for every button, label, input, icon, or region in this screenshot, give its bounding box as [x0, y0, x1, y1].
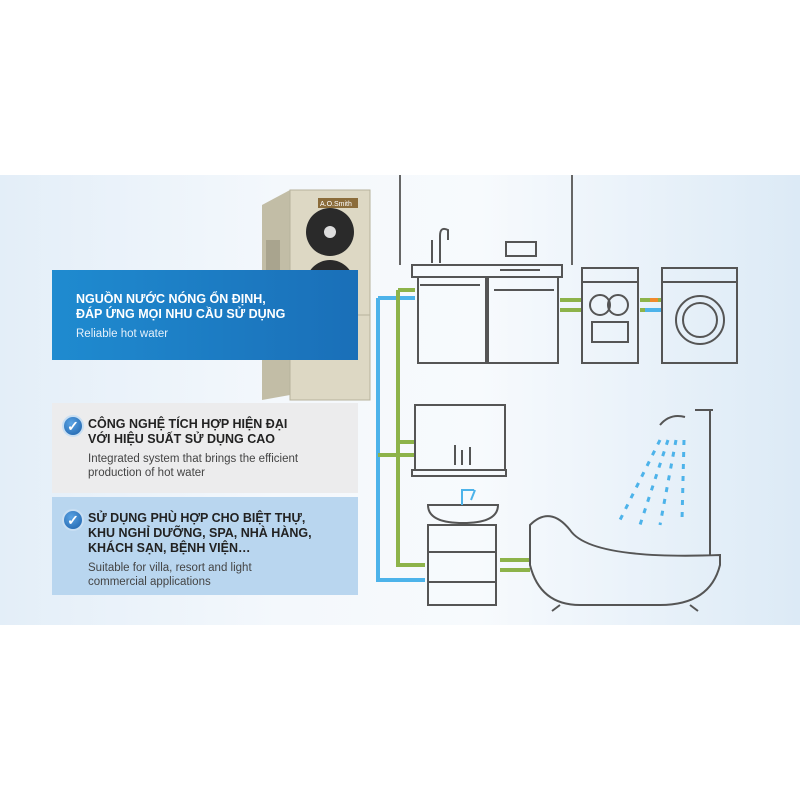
- title-line: VỚI HIỆU SUẤT SỬ DỤNG CAO: [88, 432, 276, 446]
- feature-subtitle: Reliable hot water: [76, 328, 169, 340]
- title-line: NGUỒN NƯỚC NÓNG ỔN ĐỊNH,: [76, 292, 266, 306]
- title-line: SỬ DỤNG PHÙ HỢP CHO BIỆT THỰ,: [88, 511, 306, 525]
- feature-suitable-applications: ✓ SỬ DỤNG PHÙ HỢP CHO BIỆT THỰ,KHU NGHỈ …: [52, 497, 358, 595]
- feature-subtitle: Integrated system that brings the effici…: [88, 452, 358, 480]
- bathroom-sink: [411, 404, 507, 606]
- checkmark-icon: ✓: [62, 509, 84, 531]
- title-line: KHU NGHỈ DƯỠNG, SPA, NHÀ HÀNG,: [88, 526, 312, 540]
- title-line: CÔNG NGHỆ TÍCH HỢP HIỆN ĐẠI: [88, 417, 288, 431]
- washing-machine-icon: [661, 267, 738, 364]
- subtitle-line: Suitable for villa, resort and light: [88, 562, 252, 574]
- feature-reliable-hot-water: NGUỒN NƯỚC NÓNG ỔN ĐỊNH,ĐÁP ỨNG MỌI NHU …: [52, 270, 358, 360]
- dishwasher-icon: [581, 267, 639, 364]
- bathtub-icon: [529, 409, 721, 612]
- checkmark-icon: ✓: [62, 415, 84, 437]
- subtitle-line: commercial applications: [88, 576, 211, 588]
- title-line: ĐÁP ỨNG MỌI NHU CẦU SỬ DỤNG: [76, 307, 286, 321]
- kitchen-sink-cabinet: [411, 227, 563, 364]
- subtitle-line: production of hot water: [88, 467, 205, 479]
- feature-title: NGUỒN NƯỚC NÓNG ỔN ĐỊNH,ĐÁP ỨNG MỌI NHU …: [76, 292, 358, 322]
- feature-title: SỬ DỤNG PHÙ HỢP CHO BIỆT THỰ,KHU NGHỈ DƯ…: [88, 511, 358, 556]
- subtitle-line: Integrated system that brings the effici…: [88, 453, 299, 465]
- feature-subtitle: Suitable for villa, resort and light comm…: [88, 561, 358, 589]
- product-logo: A.O.Smith: [320, 201, 352, 208]
- title-line: KHÁCH SẠN, BỆNH VIỆN…: [88, 541, 251, 555]
- pipes: [376, 288, 662, 582]
